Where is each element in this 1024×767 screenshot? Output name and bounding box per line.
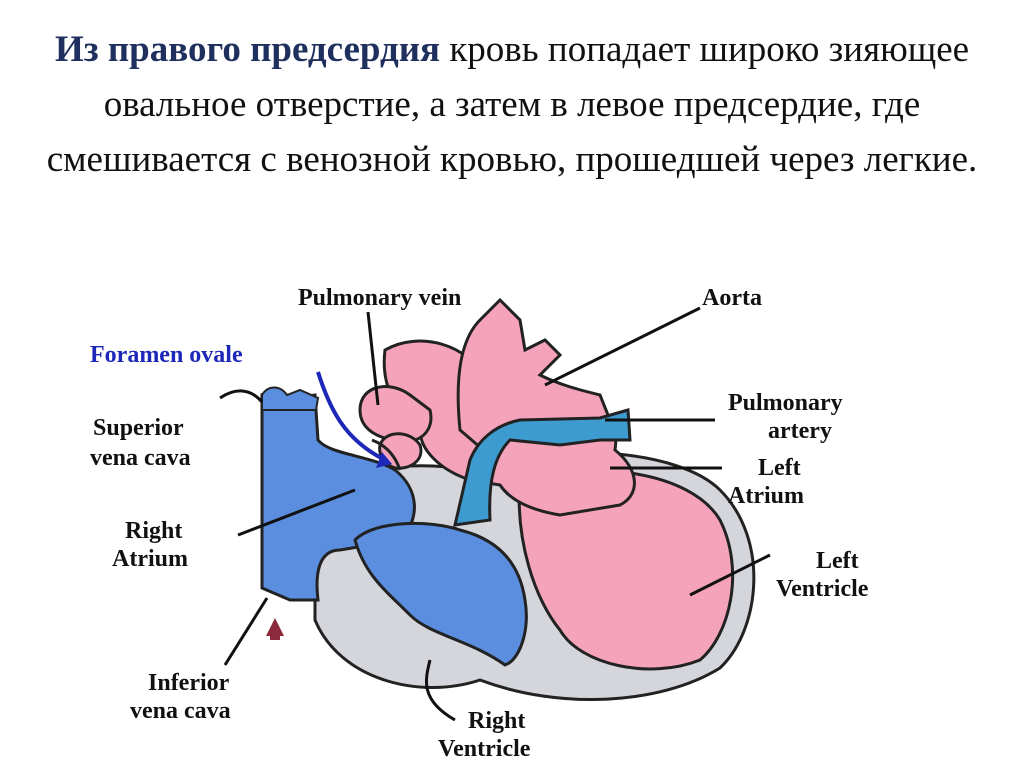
leader-lines bbox=[219, 306, 771, 722]
left-ventricle-shape bbox=[517, 468, 735, 671]
label-left-atrium-line2: Atrium bbox=[728, 483, 804, 509]
label-superior-vena-cava-line2: vena cava bbox=[90, 445, 191, 471]
label-left-ventricle-line2: Ventricle bbox=[776, 576, 869, 602]
label-right-ventricle-line2: Ventricle bbox=[438, 736, 531, 762]
label-foramen-ovale: Foramen ovale bbox=[90, 342, 243, 368]
heading-text: кровь попадает широко зияющее овальное о… bbox=[46, 29, 978, 180]
label-aorta: Aorta bbox=[702, 285, 762, 311]
inflow-arrow-stem bbox=[270, 632, 280, 640]
label-inferior-vena-cava-line1: Inferior bbox=[148, 670, 230, 696]
right-ventricle-shape bbox=[353, 522, 528, 667]
label-pulmonary-vein: Pulmonary vein bbox=[298, 285, 461, 311]
label-right-atrium-line2: Atrium bbox=[112, 546, 188, 572]
leader-inferior-vena-cava bbox=[223, 597, 269, 666]
heading-bold-text: Из правого предсердия bbox=[54, 29, 441, 70]
label-superior-vena-cava-line1: Superior bbox=[93, 415, 184, 441]
leader-right-ventricle bbox=[425, 659, 456, 722]
superior-vena-cava-shape bbox=[261, 386, 320, 411]
label-right-ventricle-line1: Right bbox=[468, 708, 525, 734]
leader-aorta bbox=[544, 306, 701, 387]
label-left-atrium-line1: Left bbox=[758, 455, 801, 481]
foramen-ovale-flap bbox=[371, 438, 402, 471]
foramen-ovale-arrow bbox=[316, 371, 386, 462]
leader-pulmonary-vein bbox=[366, 311, 380, 406]
label-right-atrium-line1: Right bbox=[125, 518, 182, 544]
leader-superior-vena-cava bbox=[219, 389, 264, 404]
label-pulmonary-artery-line2: artery bbox=[768, 418, 832, 444]
label-inferior-vena-cava-line2: vena cava bbox=[130, 698, 231, 724]
label-left-ventricle-line1: Left bbox=[816, 548, 859, 574]
leader-left-ventricle bbox=[689, 553, 771, 597]
leader-right-atrium bbox=[237, 488, 356, 537]
pulmonary-artery-shape bbox=[453, 408, 632, 527]
label-pulmonary-artery-line1: Pulmonary bbox=[728, 390, 843, 416]
slide-heading: Из правого предсердия кровь попадает шир… bbox=[40, 22, 984, 187]
inflow-arrow-icon bbox=[266, 618, 284, 636]
foramen-ovale-arrowhead bbox=[376, 452, 392, 468]
